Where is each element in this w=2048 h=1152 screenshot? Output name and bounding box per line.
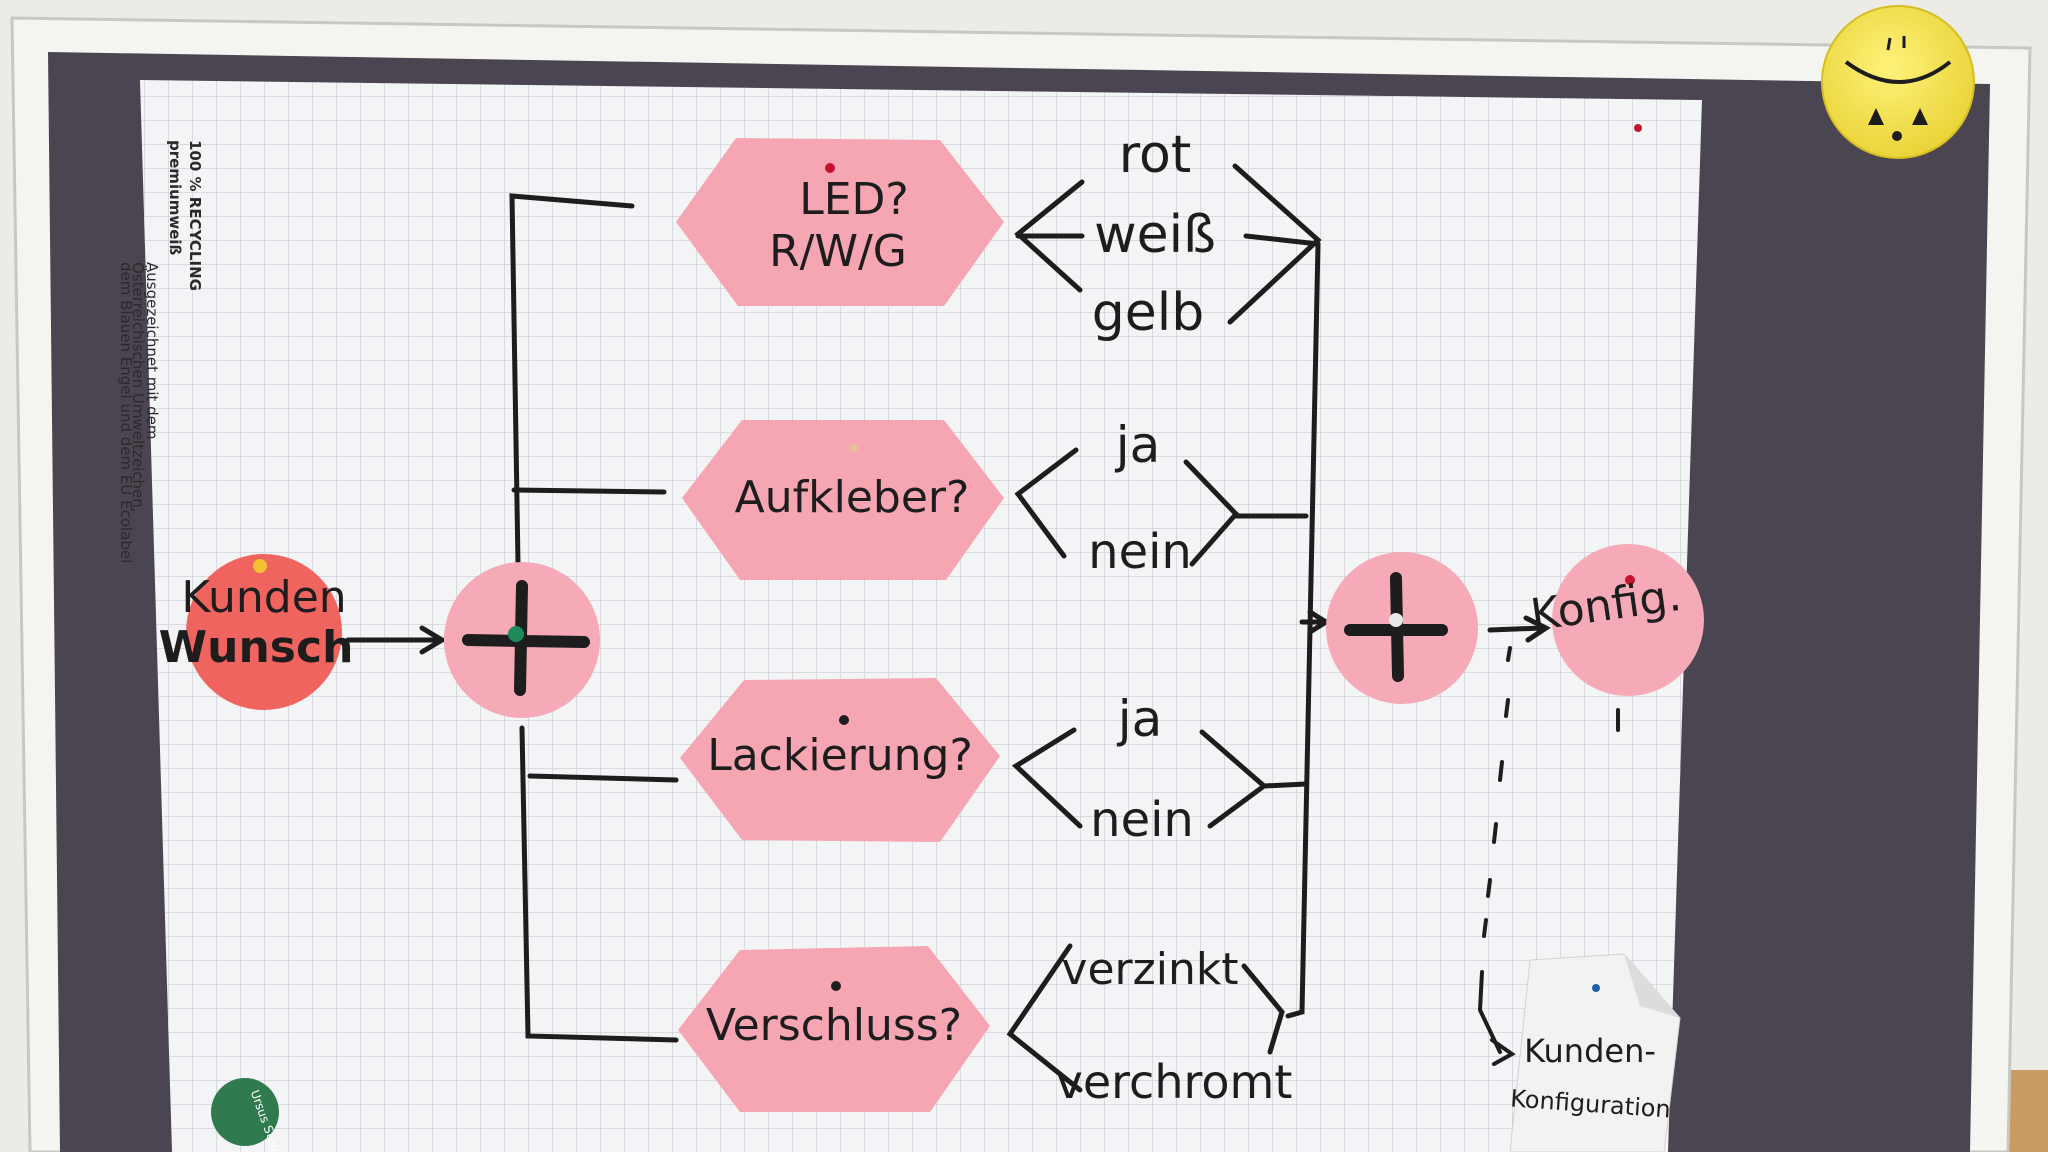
brand-logo-icon bbox=[211, 1078, 279, 1146]
question-aufkleber-label: Aufkleber? bbox=[735, 472, 970, 523]
imprint-line5: dem Blauen Engel und dem EU Ecolabel bbox=[117, 262, 135, 563]
dashed-connector bbox=[1477, 646, 1620, 1066]
start-event: Kunden Wunsch bbox=[159, 554, 354, 710]
options-led: rot weiß gelb bbox=[1092, 125, 1216, 343]
pin-icon bbox=[850, 444, 858, 452]
paper-grid bbox=[140, 80, 1702, 1152]
pin-icon bbox=[1592, 984, 1600, 992]
pin-icon bbox=[253, 559, 267, 573]
split-gateway bbox=[444, 562, 600, 718]
pin-icon bbox=[831, 981, 841, 991]
question-verschluss: Verschluss? bbox=[678, 946, 990, 1112]
options-aufkleber: ja nein bbox=[1088, 416, 1192, 580]
option-verzinkt: verzinkt bbox=[1061, 944, 1238, 995]
pin-icon bbox=[839, 715, 849, 725]
note-sheet: Kunden- Konfiguration bbox=[1509, 953, 1681, 1152]
option-weiss: weiß bbox=[1094, 205, 1216, 265]
start-event-label-1: Kunden bbox=[181, 572, 346, 623]
paper-imprint: 100 % RECYCLING premiumweiß Ausgezeichne… bbox=[117, 140, 204, 563]
imprint-line4: Österreichischen Umweltzeichen, bbox=[129, 262, 148, 513]
option-aufkleber-ja: ja bbox=[1115, 416, 1161, 474]
pin-icon bbox=[1634, 124, 1642, 132]
option-gelb: gelb bbox=[1092, 283, 1204, 343]
options-lackierung: ja nein bbox=[1090, 690, 1194, 848]
imprint-line1: 100 % RECYCLING bbox=[186, 140, 204, 291]
start-event-label-2: Wunsch bbox=[159, 622, 354, 673]
option-lackierung-ja: ja bbox=[1117, 690, 1163, 748]
imprint-line2: premiumweiß bbox=[166, 140, 184, 256]
question-led: LED? R/W/G bbox=[676, 138, 1004, 306]
options-verschluss: verzinkt verchromt bbox=[1056, 944, 1293, 1109]
pin-icon bbox=[1625, 575, 1635, 585]
option-verchromt: verchromt bbox=[1056, 1055, 1293, 1109]
smiley-magnet-icon bbox=[1821, 5, 1975, 159]
note-line1: Kunden- bbox=[1524, 1032, 1656, 1070]
option-lackierung-nein: nein bbox=[1090, 792, 1194, 848]
connector-lines bbox=[345, 163, 1551, 1093]
option-rot: rot bbox=[1119, 125, 1191, 185]
option-aufkleber-nein: nein bbox=[1088, 524, 1192, 580]
imprint-line3: Ausgezeichnet mit dem bbox=[143, 262, 161, 440]
pin-icon bbox=[1389, 613, 1403, 627]
pin-icon bbox=[825, 163, 835, 173]
join-gateway bbox=[1326, 552, 1478, 704]
question-verschluss-label: Verschluss? bbox=[706, 1000, 962, 1051]
question-led-line2: R/W/G bbox=[769, 226, 907, 277]
question-aufkleber: Aufkleber? bbox=[682, 420, 1004, 580]
question-lackierung-label: Lackierung? bbox=[707, 730, 973, 781]
pin-icon bbox=[508, 626, 524, 642]
question-led-line1: LED? bbox=[799, 174, 909, 225]
question-lackierung: Lackierung? bbox=[680, 678, 1000, 842]
